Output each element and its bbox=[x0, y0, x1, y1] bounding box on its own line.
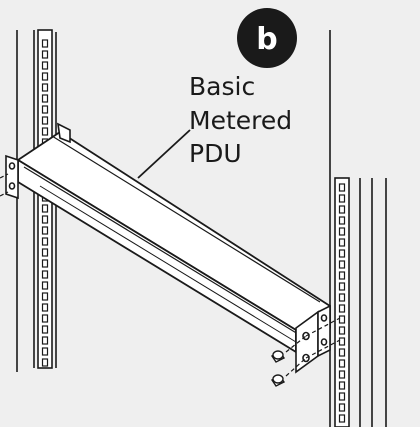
rail-hole bbox=[338, 348, 346, 357]
callout-label: Basic Metered PDU bbox=[189, 72, 292, 168]
rail-hole bbox=[338, 403, 346, 412]
rail-hole bbox=[41, 61, 49, 70]
rail-hole bbox=[338, 194, 346, 203]
mounting-screw-lower bbox=[270, 374, 286, 387]
rail-hole bbox=[338, 227, 346, 236]
rail-hole bbox=[41, 105, 49, 114]
rail-hole bbox=[41, 237, 49, 246]
rail-hole bbox=[338, 315, 346, 324]
pdu-top-face bbox=[17, 131, 331, 331]
rail-hole bbox=[338, 392, 346, 401]
callout-label-line-1: Basic bbox=[189, 72, 255, 101]
rail-hole bbox=[41, 83, 49, 92]
rail-hole bbox=[41, 325, 49, 334]
rail-hole bbox=[338, 304, 346, 313]
rail-hole bbox=[338, 282, 346, 291]
rail-hole bbox=[338, 370, 346, 379]
left-mounting-bracket bbox=[5, 122, 71, 200]
rail-hole bbox=[338, 238, 346, 247]
rail-hole bbox=[338, 183, 346, 192]
rail-hole bbox=[338, 293, 346, 302]
rail-hole bbox=[338, 271, 346, 280]
rail-hole bbox=[338, 249, 346, 258]
rail-hole bbox=[41, 127, 49, 136]
rail-hole bbox=[41, 50, 49, 59]
rail-hole bbox=[41, 215, 49, 224]
rail-hole bbox=[41, 270, 49, 279]
rail-hole bbox=[41, 303, 49, 312]
right-rail-mounting-holes bbox=[338, 183, 346, 423]
rail-hole bbox=[41, 336, 49, 345]
rail-hole bbox=[338, 260, 346, 269]
rail-hole bbox=[338, 326, 346, 335]
step-badge: b bbox=[237, 8, 297, 68]
rail-hole bbox=[41, 358, 49, 367]
rail-hole bbox=[338, 216, 346, 225]
rail-hole bbox=[338, 414, 346, 423]
rail-hole bbox=[41, 281, 49, 290]
rail-hole bbox=[338, 205, 346, 214]
rail-hole bbox=[338, 337, 346, 346]
callout-leader-line bbox=[137, 129, 191, 179]
rail-hole bbox=[338, 381, 346, 390]
rail-hole bbox=[41, 39, 49, 48]
mounting-screw-upper bbox=[270, 350, 286, 363]
rail-hole bbox=[338, 359, 346, 368]
pdu-chassis bbox=[17, 131, 331, 353]
rail-hole bbox=[41, 347, 49, 356]
rail-hole bbox=[41, 314, 49, 323]
callout-label-line-2: Metered bbox=[189, 106, 292, 135]
rail-hole bbox=[41, 72, 49, 81]
rail-hole bbox=[41, 94, 49, 103]
rail-hole bbox=[41, 248, 49, 257]
callout-label-line-3: PDU bbox=[189, 139, 242, 168]
right-rack-rail bbox=[329, 30, 387, 427]
alignment-guides bbox=[0, 173, 341, 377]
rail-hole bbox=[41, 116, 49, 125]
rail-hole bbox=[41, 292, 49, 301]
step-badge-letter: b bbox=[256, 22, 277, 57]
rail-hole bbox=[41, 259, 49, 268]
rail-hole bbox=[41, 226, 49, 235]
rail-hole bbox=[41, 204, 49, 213]
